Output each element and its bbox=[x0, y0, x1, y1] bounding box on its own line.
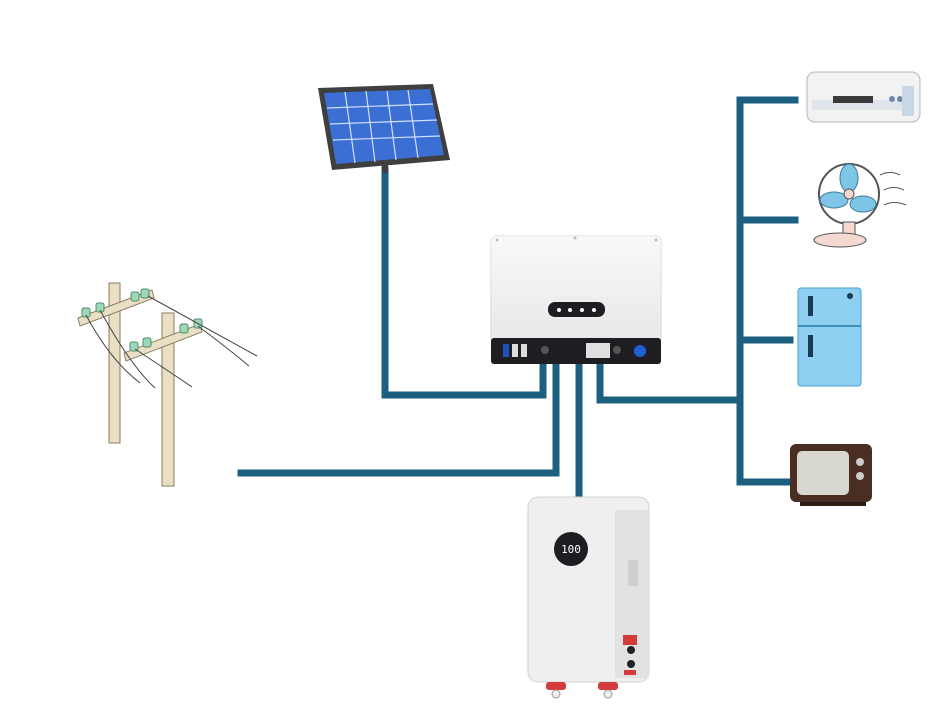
power-pole-icon bbox=[77, 282, 258, 487]
wire-solar-to-inverter bbox=[381, 166, 547, 399]
hybrid-inverter-icon bbox=[490, 235, 662, 364]
connection-wires bbox=[237, 96, 799, 504]
electric-fan-icon bbox=[813, 163, 907, 248]
solar-panel-icon bbox=[318, 84, 450, 173]
battery-storage-icon: 100 bbox=[527, 496, 650, 699]
wire-inverter-to-loads bbox=[596, 358, 744, 404]
television-icon bbox=[790, 444, 872, 506]
wire-grid-to-inverter bbox=[237, 358, 560, 477]
refrigerator-icon bbox=[797, 287, 862, 387]
inverter-status-bar bbox=[548, 302, 605, 317]
air-conditioner-icon bbox=[806, 71, 921, 123]
battery-display: 100 bbox=[561, 543, 581, 556]
